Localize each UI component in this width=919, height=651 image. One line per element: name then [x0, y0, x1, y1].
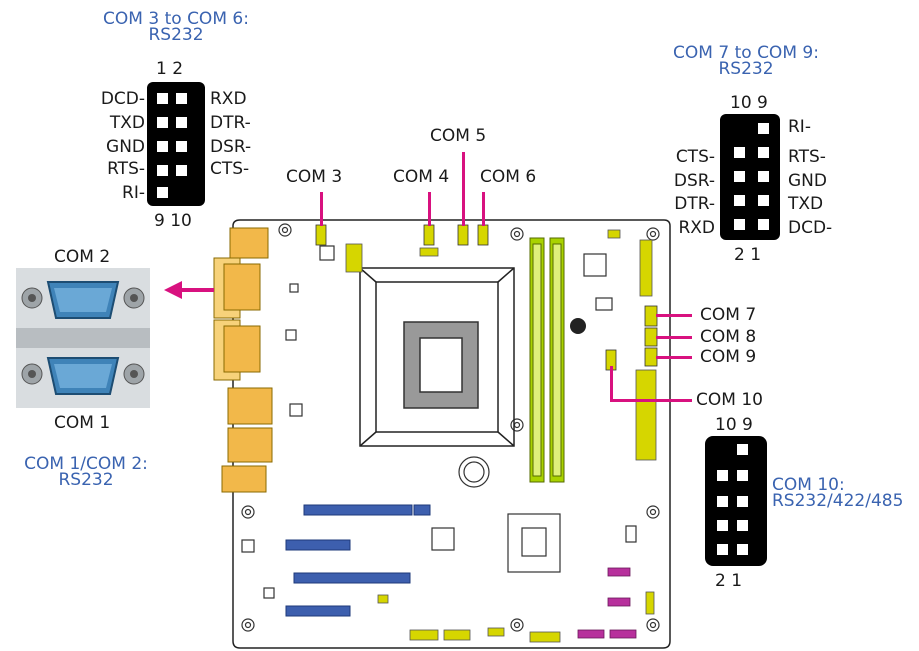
com3-6-right-pin-0: RXD: [210, 89, 247, 109]
com10-leader-v: [610, 366, 613, 402]
cpu-socket: [359, 267, 515, 447]
com3-6-right-pin-3: CTS-: [210, 159, 250, 179]
com5-callout: COM 5: [430, 126, 487, 146]
mounting-holes: [241, 223, 660, 632]
com1-com2-db9-ports: [16, 268, 150, 408]
com7-9-title: COM 7 to COM 9: RS232: [673, 43, 819, 79]
com3-6-top-numbers: 1 2: [156, 59, 184, 79]
com1-db9-port: [21, 357, 145, 395]
com7-leader: [656, 314, 692, 317]
com7-9-left-pin-1: DSR-: [673, 171, 715, 191]
com9-callout: COM 9: [700, 347, 757, 367]
com3-6-right-pin-1: DTR-: [210, 113, 251, 133]
com2-db9-port: [21, 281, 145, 319]
com4-leader: [428, 192, 431, 226]
com3-6-bottom-numbers: 9 10: [154, 211, 192, 231]
com7-9-left-pin-0: CTS-: [675, 147, 715, 167]
com5-leader: [462, 152, 465, 226]
com3-leader: [320, 192, 323, 226]
com3-6-pin-header: [147, 82, 205, 206]
com3-6-right-pin-2: DSR-: [210, 137, 252, 157]
com10-top-numbers: 10 9: [715, 415, 753, 435]
com7-9-pin-header: [720, 114, 780, 240]
com3-6-left-pin-2: GND: [106, 137, 145, 157]
com4-header: [423, 224, 435, 246]
com3-6-title: COM 3 to COM 6: RS232: [103, 9, 249, 45]
com7-9-left-pin-3: RXD: [678, 218, 715, 238]
com10-leader-h: [610, 399, 692, 402]
com4-callout: COM 4: [393, 167, 450, 187]
com7-callout: COM 7: [700, 305, 757, 325]
com7-9-top-numbers: 10 9: [730, 93, 768, 113]
dimm-slots: [529, 237, 565, 483]
com7-9-right-pin-3: TXD: [788, 194, 824, 214]
com8-callout: COM 8: [700, 327, 757, 347]
com7-9-right-pin-1: RTS-: [788, 147, 826, 167]
buzzer: [570, 318, 586, 334]
com1-label: COM 1: [54, 413, 111, 433]
com7-9-right-pin-4: DCD-: [788, 218, 833, 238]
board-components: [241, 245, 637, 599]
com6-leader: [482, 192, 485, 226]
com5-header: [457, 224, 469, 246]
sata-connectors: [577, 567, 637, 639]
com3-6-left-pin-3: RTS-: [107, 159, 145, 179]
com6-callout: COM 6: [480, 167, 537, 187]
com10-pin-header: [705, 436, 767, 566]
com7-9-left-pin-2: DTR-: [674, 194, 715, 214]
com7-9-right-pin-0: RI-: [788, 117, 811, 137]
com1-2-title: COM 1/COM 2: RS232: [24, 454, 148, 490]
com6-header: [477, 224, 489, 246]
com10-title: COM 10: RS232/422/485: [772, 475, 904, 511]
com2-label: COM 2: [54, 247, 111, 267]
com7-9-bottom-numbers: 2 1: [734, 245, 762, 265]
com3-6-left-pin-4: RI-: [122, 183, 145, 203]
yellow-headers: [345, 229, 657, 643]
com-port-arrow-shaft: [180, 288, 214, 292]
com-port-arrow-head: [164, 281, 182, 299]
com3-header: [315, 224, 327, 246]
com8-leader: [656, 336, 692, 339]
com3-6-left-pin-0: DCD-: [100, 89, 145, 109]
com3-callout: COM 3: [286, 167, 343, 187]
com3-6-left-pin-1: TXD: [109, 113, 145, 133]
rear-io: [213, 227, 273, 493]
pcie-slots: [285, 504, 431, 617]
com10-callout: COM 10: [696, 390, 763, 410]
com7-9-right-pin-2: GND: [788, 171, 827, 191]
com10-bottom-numbers: 2 1: [715, 571, 743, 591]
com9-leader: [656, 356, 692, 359]
